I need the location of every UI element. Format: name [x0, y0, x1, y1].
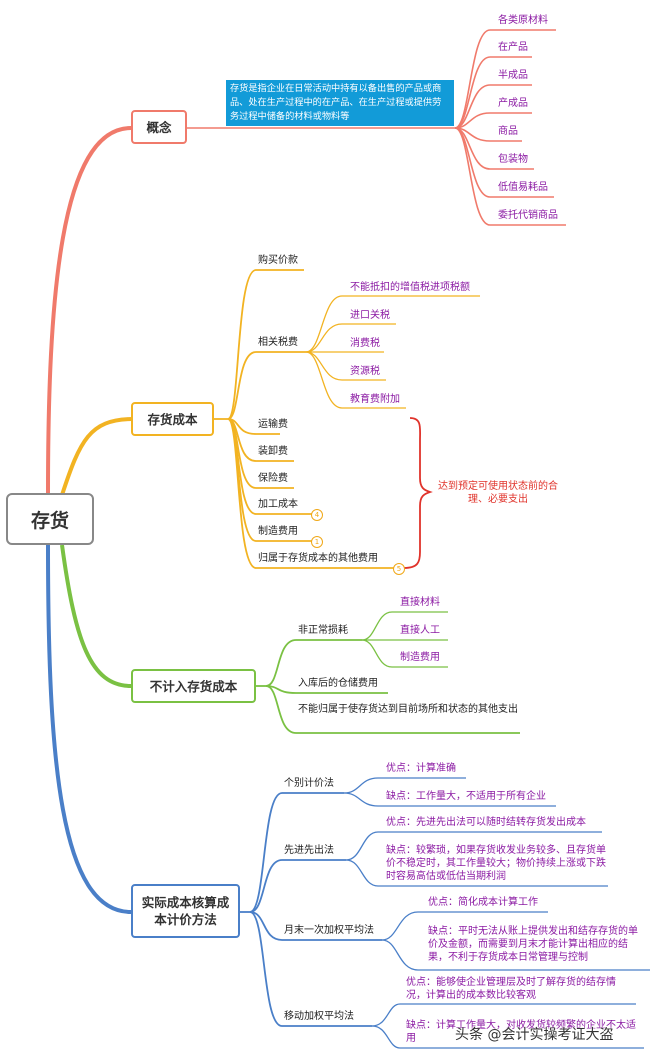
concept-item-goods[interactable]: 商品 [498, 126, 518, 137]
bracket [403, 417, 433, 569]
excluded-abnormal[interactable]: 非正常损耗 [298, 625, 348, 636]
badge-4: 4 [311, 509, 323, 521]
concept-item-semi-finished[interactable]: 半成品 [498, 70, 528, 81]
bracket-note: 达到预定可使用状态前的合理、必要支出 [438, 481, 558, 505]
cost-processing[interactable]: 加工成本 [258, 499, 298, 510]
connector-methods [46, 544, 132, 914]
concept-description: 存货是指企业在日常活动中持有以备出售的产品或商品、处在生产过程中的在产品、在生产… [226, 80, 454, 126]
excluded-node[interactable]: 不计入存货成本 [131, 669, 256, 703]
abnormal-overhead[interactable]: 制造费用 [400, 652, 440, 663]
concept-item-low-value[interactable]: 低值易耗品 [498, 182, 548, 193]
badge-5: 5 [393, 563, 405, 575]
tax-resource[interactable]: 资源税 [350, 366, 380, 377]
tax-consumption[interactable]: 消费税 [350, 338, 380, 349]
individual-con[interactable]: 缺点：工作量大，不适用于所有企业 [386, 791, 546, 802]
cost-loading[interactable]: 装卸费 [258, 446, 288, 457]
concept-item-wip[interactable]: 在产品 [498, 42, 528, 53]
cost-shipping[interactable]: 运输费 [258, 419, 288, 430]
moving-pro[interactable]: 优点：能够使企业管理层及时了解存货的结存情况，计算出的成本数比较客观 [406, 977, 616, 1001]
concept-item-consignment[interactable]: 委托代销商品 [498, 210, 558, 221]
fifo-con[interactable]: 缺点：较繁琐，如果存货收发业务较多、且存货单价不稳定时，其工作量较大；物价持续上… [386, 845, 606, 882]
tax-import-duty[interactable]: 进口关税 [350, 310, 390, 321]
connector-cost [60, 417, 132, 496]
abnormal-direct-labor[interactable]: 直接人工 [400, 625, 440, 636]
connector-concept [46, 126, 132, 494]
cost-manufacturing[interactable]: 制造费用 [258, 526, 298, 537]
concept-item-packaging[interactable]: 包装物 [498, 154, 528, 165]
method-moving-weighted[interactable]: 移动加权平均法 [284, 1011, 354, 1022]
cost-purchase-price[interactable]: 购买价款 [258, 255, 298, 266]
cost-node[interactable]: 存货成本 [131, 402, 214, 436]
monthly-pro[interactable]: 优点：简化成本计算工作 [428, 897, 538, 908]
methods-node[interactable]: 实际成本核算成本计价方法 [131, 884, 240, 938]
cost-taxes[interactable]: 相关税费 [258, 337, 298, 348]
root-node[interactable]: 存货 [6, 493, 94, 545]
concept-item-raw-materials[interactable]: 各类原材料 [498, 15, 548, 26]
method-individual[interactable]: 个别计价法 [284, 778, 334, 789]
fifo-pro[interactable]: 优点：先进先出法可以随时结转存货发出成本 [386, 817, 586, 828]
badge-1: 1 [311, 536, 323, 548]
method-fifo[interactable]: 先进先出法 [284, 845, 334, 856]
method-monthly-weighted[interactable]: 月末一次加权平均法 [284, 925, 374, 936]
excluded-storage[interactable]: 入库后的仓储费用 [298, 678, 378, 689]
watermark: 头条 @会计实操考证大盗 [455, 1027, 614, 1043]
cost-other[interactable]: 归属于存货成本的其他费用 [258, 553, 378, 564]
excluded-other[interactable]: 不能归属于使存货达到目前场所和状态的其他支出 [298, 704, 518, 715]
connector-excluded [60, 544, 132, 688]
concept-item-finished[interactable]: 产成品 [498, 98, 528, 109]
tax-nondeductible-vat[interactable]: 不能抵扣的增值税进项税额 [350, 282, 470, 293]
concept-node[interactable]: 概念 [131, 110, 187, 144]
individual-pro[interactable]: 优点：计算准确 [386, 763, 456, 774]
moving-con[interactable]: 缺点：计算工作量大，对收发货较频繁的企业不太适用 [406, 1020, 636, 1044]
cost-insurance[interactable]: 保险费 [258, 473, 288, 484]
abnormal-direct-material[interactable]: 直接材料 [400, 597, 440, 608]
monthly-con[interactable]: 缺点：平时无法从账上提供发出和结存存货的单价及金额，而需要到月末才能计算出相应的… [428, 926, 638, 963]
tax-education-surcharge[interactable]: 教育费附加 [350, 394, 400, 405]
